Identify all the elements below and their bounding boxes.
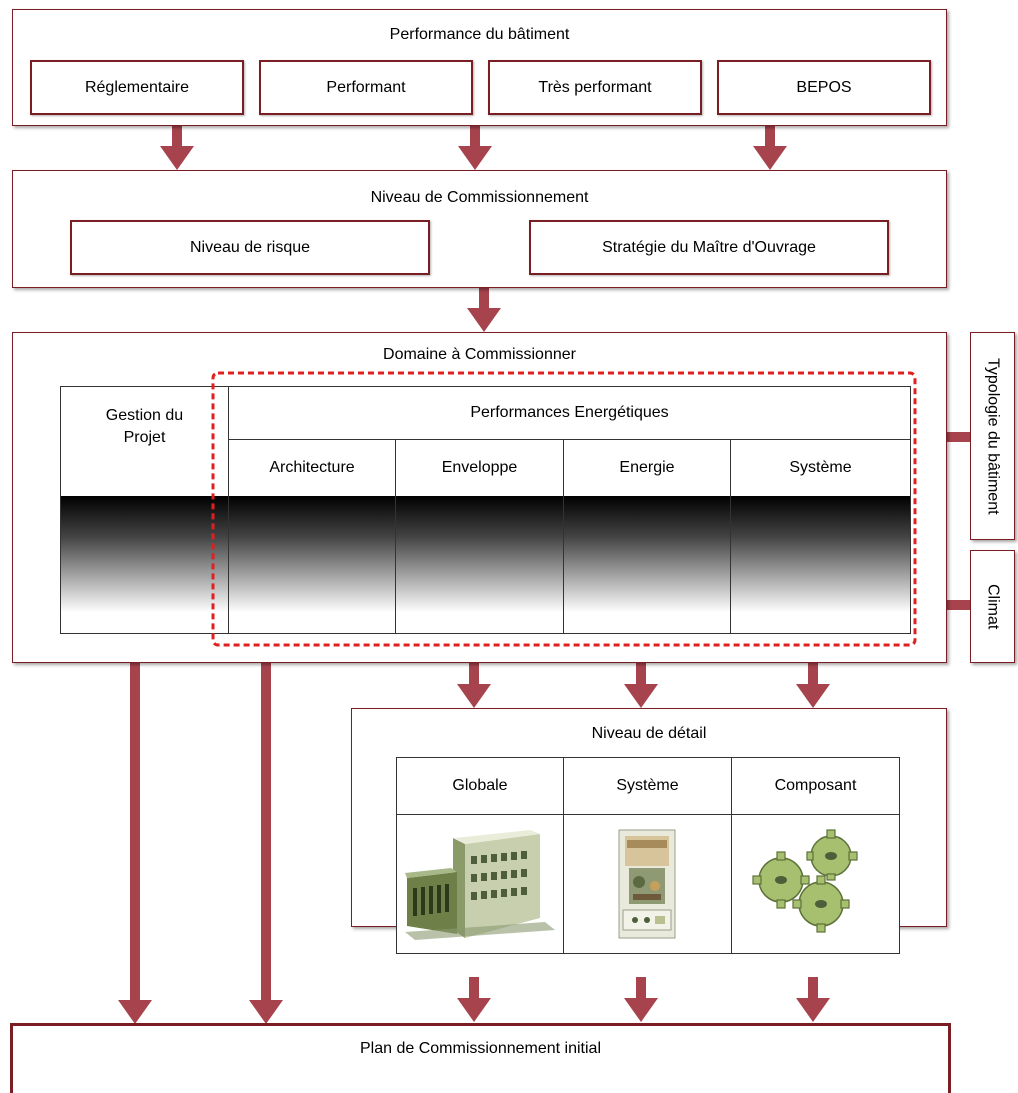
perf-item-reglementaire: Réglementaire: [30, 60, 244, 115]
plan-title: Plan de Commissionnement initial: [360, 1040, 601, 1057]
plan-box: Plan de Commissionnement initial: [10, 1023, 951, 1093]
risk-level-box: Niveau de risque: [70, 220, 430, 275]
perf-item-performant: Performant: [259, 60, 473, 115]
typology-label: Typologie du bâtiment: [984, 357, 1002, 515]
arrow-5: [457, 663, 491, 708]
climate-label: Climat: [984, 583, 1002, 630]
energy-item-systeme: Système: [789, 459, 852, 476]
arrow-7: [796, 663, 830, 708]
perf-item-tres-performant: Très performant: [488, 60, 702, 115]
gears-image: [752, 829, 858, 933]
owner-strategy-box: Stratégie du Maître d'Ouvrage: [529, 220, 889, 275]
arrow-12: [796, 977, 830, 1022]
energy-item-energie: Energie: [619, 459, 675, 476]
building-image: [405, 830, 555, 940]
detail-item-globale: Globale: [452, 777, 508, 794]
performance-title: Performance du bâtiment: [389, 26, 570, 43]
arrow-4: [467, 288, 501, 332]
domain-table: Gestion du Projet Performances Energétiq…: [60, 386, 911, 634]
detail-item-composant: Composant: [774, 777, 857, 794]
arrow-8: [118, 663, 152, 1024]
perf-item-bepos: BEPOS: [717, 60, 931, 115]
arrow-1: [160, 126, 194, 170]
arrow-10: [457, 977, 491, 1022]
domain-box: Domaine à Commissionner Gestion du Proje…: [12, 332, 947, 663]
energy-item-architecture: Architecture: [269, 459, 355, 476]
detail-level-title: Niveau de détail: [591, 725, 707, 742]
climate-box: Climat: [970, 550, 1015, 663]
commissioning-level-title: Niveau de Commissionnement: [370, 189, 589, 206]
detail-level-box: Niveau de détail Globale Système Composa…: [351, 708, 947, 954]
performance-box: Performance du bâtiment Réglementaire Pe…: [12, 9, 947, 126]
gradient-band: [61, 496, 910, 633]
boiler-image: [618, 829, 676, 939]
energy-performance-title: Performances Energétiques: [470, 404, 669, 421]
typology-box: Typologie du bâtiment: [970, 332, 1015, 540]
commissioning-level-box: Niveau de Commissionnement Niveau de ris…: [12, 170, 947, 288]
arrow-2: [458, 126, 492, 170]
arrow-6: [624, 663, 658, 708]
domain-title: Domaine à Commissionner: [383, 346, 576, 363]
arrow-3: [753, 126, 787, 170]
detail-table: Globale Système Composant: [396, 757, 900, 954]
arrow-11: [624, 977, 658, 1022]
detail-item-systeme: Système: [616, 777, 679, 794]
energy-item-enveloppe: Enveloppe: [441, 459, 518, 476]
project-management-cell: Gestion du Projet: [105, 407, 184, 446]
arrow-9: [249, 663, 283, 1024]
